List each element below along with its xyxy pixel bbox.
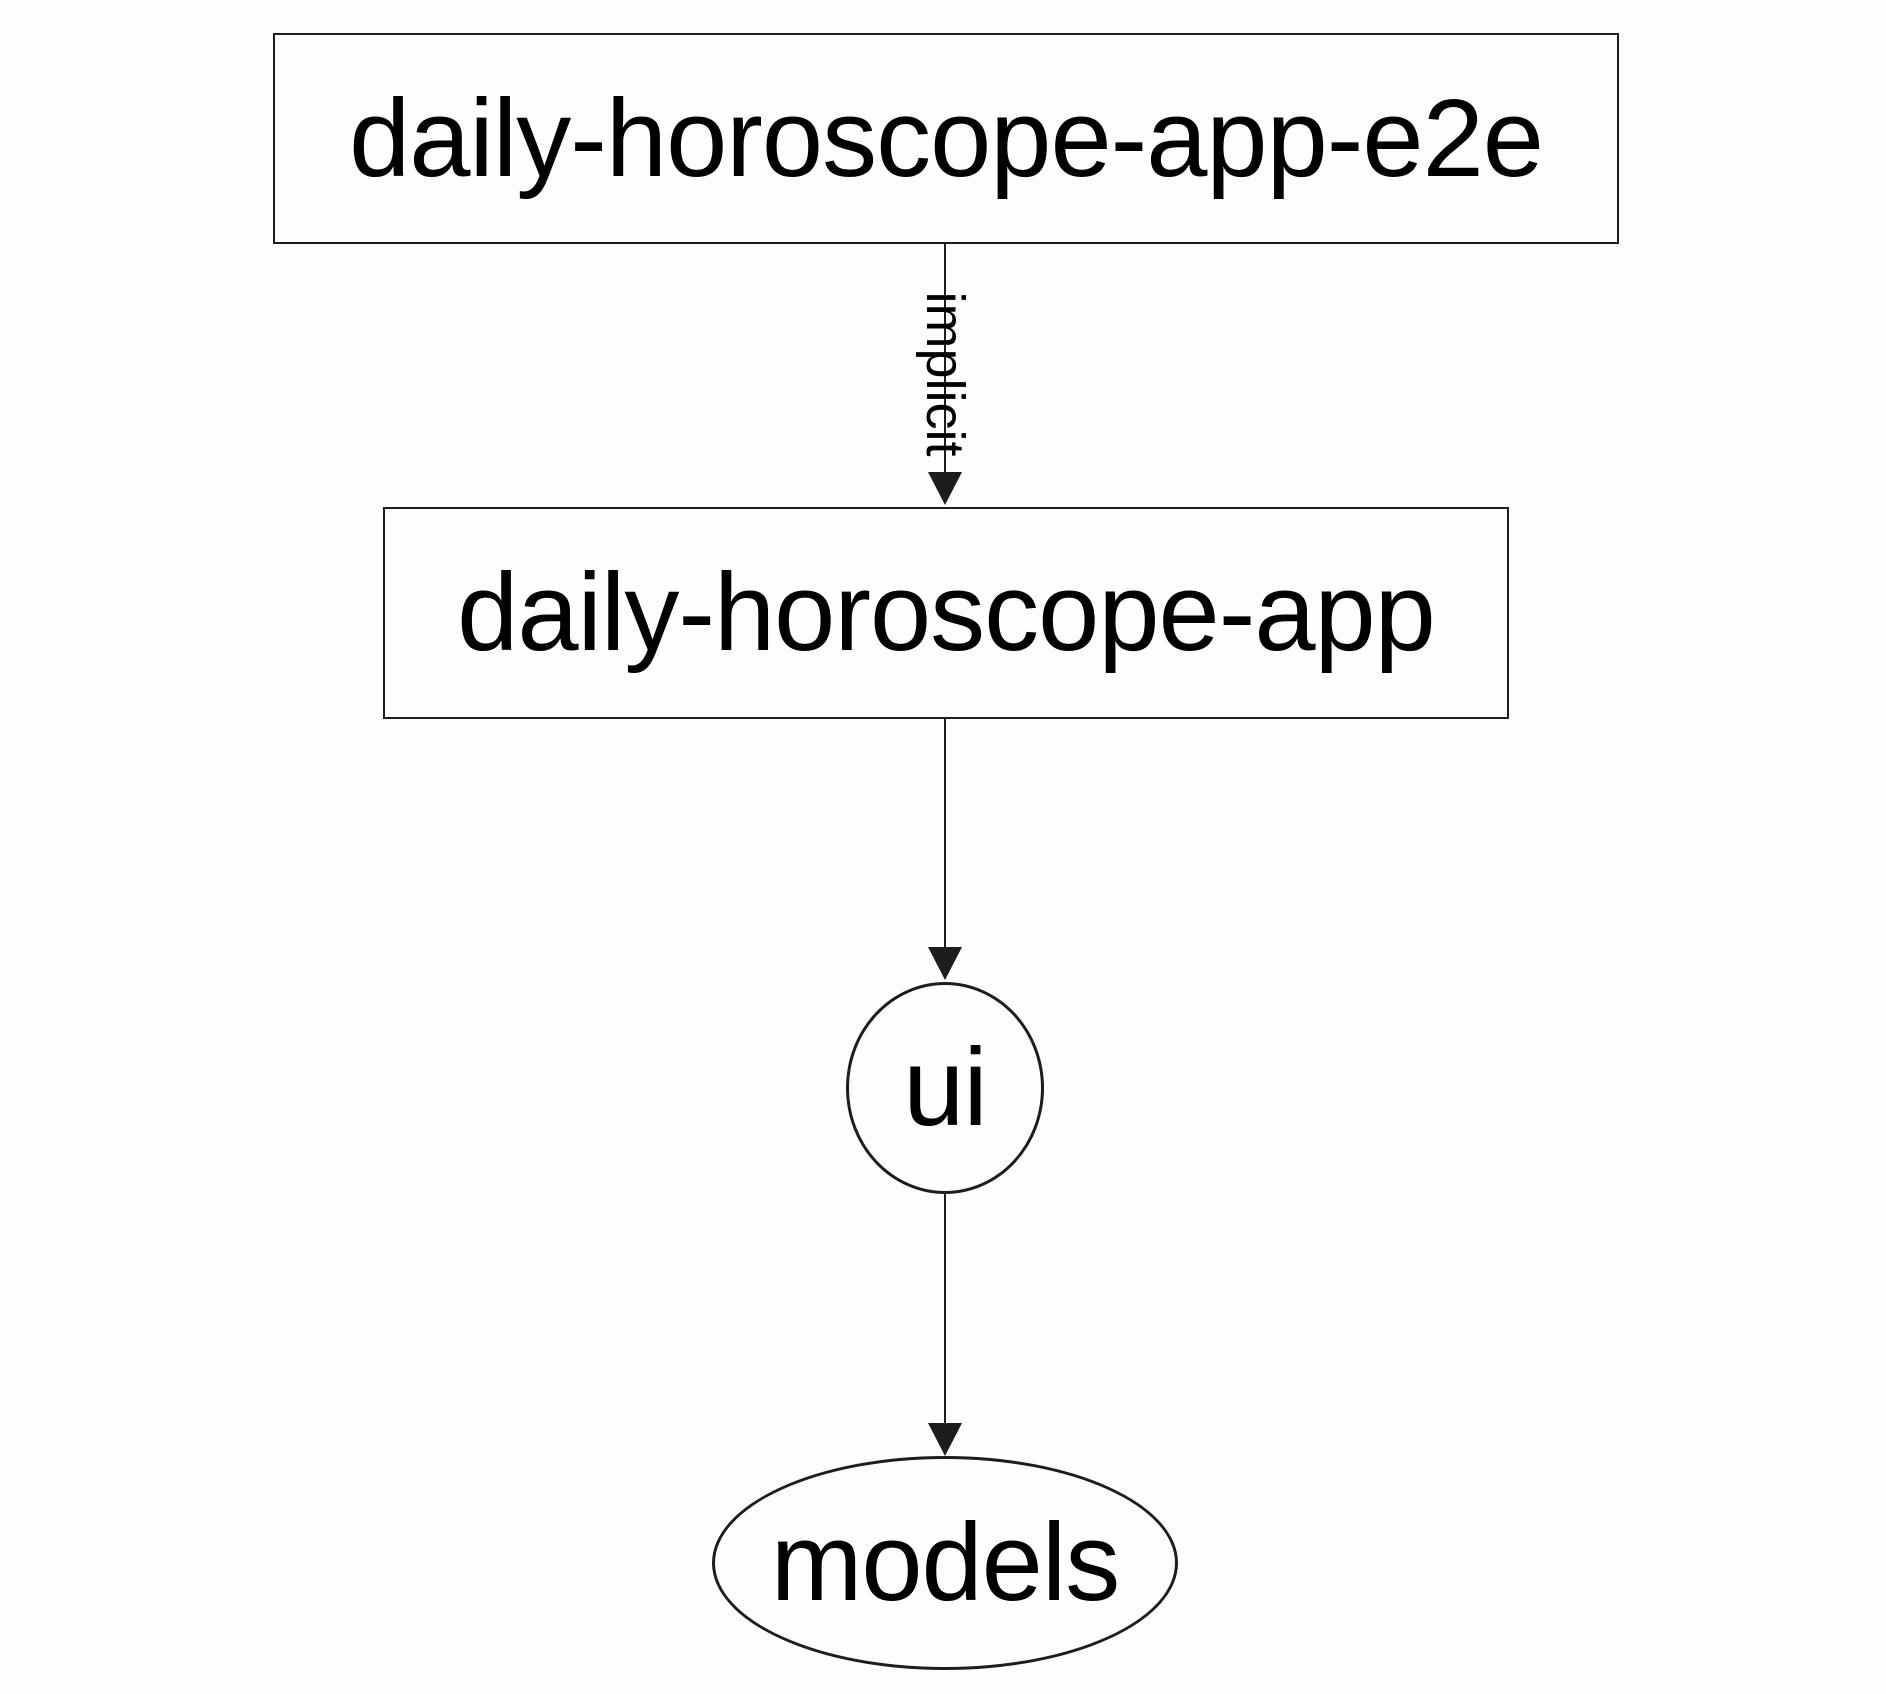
node-daily-horoscope-app[interactable]: daily-horoscope-app [383, 507, 1509, 719]
edge-label-implicit: implicit [915, 291, 975, 457]
node-daily-horoscope-app-e2e[interactable]: daily-horoscope-app-e2e [273, 33, 1619, 244]
node-label-models: models [770, 1501, 1121, 1624]
arrowhead-down-icon [928, 947, 962, 980]
node-models[interactable]: models [712, 1456, 1178, 1670]
node-label-ui: ui [903, 1026, 988, 1149]
edge-line [943, 1194, 947, 1424]
arrowhead-down-icon [928, 472, 962, 505]
arrowhead-down-icon [928, 1423, 962, 1456]
node-label-daily-horoscope-app-e2e: daily-horoscope-app-e2e [349, 76, 1544, 200]
node-label-daily-horoscope-app: daily-horoscope-app [457, 551, 1436, 674]
edge-line [943, 244, 947, 473]
edge-line [943, 719, 947, 948]
node-ui[interactable]: ui [846, 982, 1044, 1194]
